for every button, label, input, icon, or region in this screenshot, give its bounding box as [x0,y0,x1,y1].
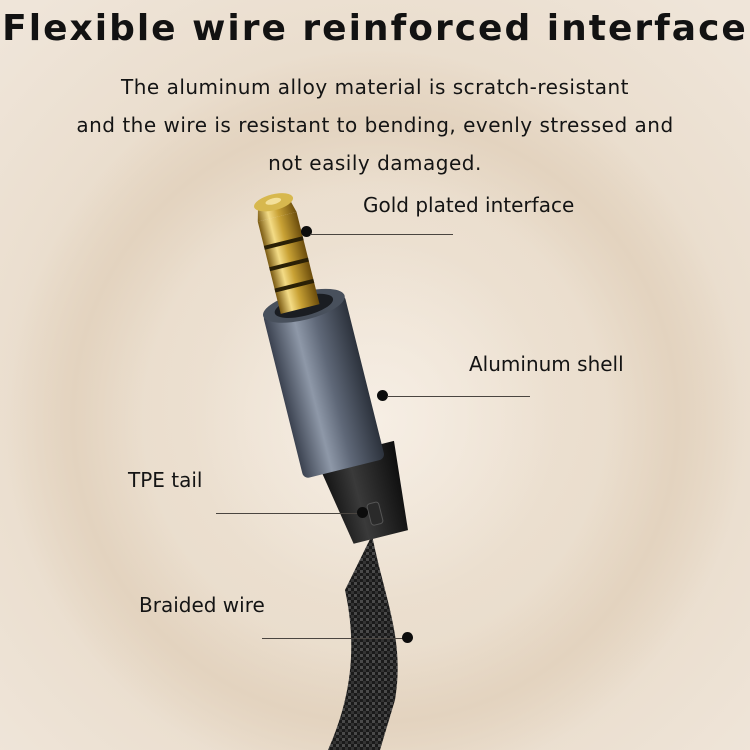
callout-leader-line [387,396,530,397]
description-line: not easily damaged. [268,151,482,175]
description-line: The aluminum alloy material is scratch-r… [121,75,629,99]
callout-marker [301,226,312,237]
callout-marker [402,632,413,643]
callout-leader-line [216,513,359,514]
callout-marker [377,390,388,401]
callout-marker [357,507,368,518]
page-title: Flexible wire reinforced interface [2,8,748,49]
callout-gold-plated-interface: Gold plated interface [363,193,575,217]
callout-aluminum-shell: Aluminum shell [469,352,624,376]
description: The aluminum alloy material is scratch-r… [0,68,750,182]
callout-tpe-tail: TPE tail [128,468,203,492]
description-line: and the wire is resistant to bending, ev… [76,113,674,137]
callout-leader-line [262,638,405,639]
braided-wire-shape [328,535,398,750]
callout-braided-wire: Braided wire [139,593,265,617]
callout-leader-line [310,234,453,235]
